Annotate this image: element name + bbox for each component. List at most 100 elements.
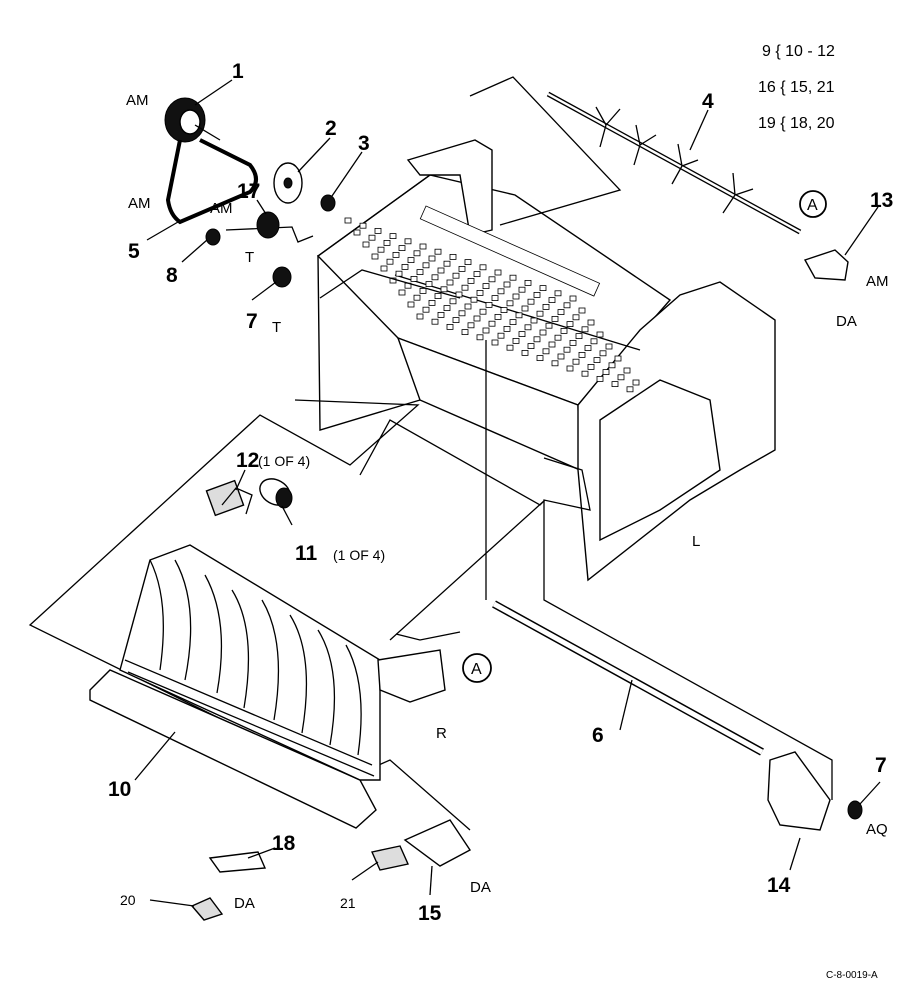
perforation-hole	[413, 294, 421, 301]
perforation-hole	[464, 259, 472, 266]
perforation-hole	[581, 370, 589, 377]
callout-20: 20	[120, 892, 136, 908]
gear-pulley	[164, 97, 221, 143]
perforation-hole	[554, 334, 562, 341]
perforation-hole	[422, 262, 430, 269]
perforation-hole	[458, 310, 466, 317]
perforation-hole	[479, 264, 487, 271]
guide-tray	[89, 479, 381, 829]
perforation-hole	[413, 250, 421, 257]
perforation-hole	[587, 363, 595, 370]
perforation-hole	[551, 315, 559, 322]
label-da-1: DA	[836, 313, 857, 330]
callout-14: 14	[767, 874, 791, 897]
callout-3: 3	[358, 132, 370, 155]
perforation-hole	[449, 298, 457, 305]
perforation-hole	[431, 274, 439, 281]
perforation-holes	[344, 217, 640, 393]
perforation-hole	[368, 234, 376, 241]
callout-2: 2	[325, 117, 337, 140]
callout-13: 13	[870, 189, 893, 212]
perforation-hole	[539, 285, 547, 292]
perforation-hole	[578, 307, 586, 314]
perforation-hole	[569, 339, 577, 346]
perforation-hole	[521, 305, 529, 312]
label-am-1: AM	[126, 92, 149, 109]
callout-numbers: 1 2 3 4 5 6 7 7 8 10 11 12 13 14 15 17 1…	[108, 60, 893, 925]
perforation-hole	[578, 351, 586, 358]
perforation-hole	[497, 288, 505, 295]
perforation-hole	[437, 267, 445, 274]
drive-belt	[165, 138, 258, 225]
ref-circle-a-middle: A	[462, 653, 492, 683]
perforation-hole	[380, 265, 388, 272]
perforation-hole	[446, 323, 454, 330]
perforation-hole	[458, 265, 466, 272]
perforation-hole	[470, 296, 478, 303]
perforation-hole	[446, 279, 454, 286]
perforation-hole	[473, 271, 481, 278]
perforation-hole	[353, 229, 361, 236]
perforation-hole	[461, 284, 469, 291]
perforation-hole	[572, 358, 580, 365]
perforation-hole	[431, 318, 439, 325]
perforation-hole	[494, 313, 502, 320]
callout-12: 12	[236, 449, 259, 472]
perforation-hole	[476, 289, 484, 296]
callout-17: 17	[237, 180, 260, 203]
perforation-hole	[527, 343, 535, 350]
callout-5: 5	[128, 240, 140, 263]
perforation-hole	[524, 279, 532, 286]
perforation-hole	[425, 281, 433, 288]
perforation-hole	[527, 298, 535, 305]
clip-21	[371, 845, 409, 871]
roller	[259, 478, 293, 509]
perforation-hole	[464, 303, 472, 310]
callout-7-top: 7	[246, 310, 258, 333]
label-aq: AQ	[866, 821, 888, 838]
perforation-hole	[623, 367, 631, 374]
paddle-shaft	[546, 91, 802, 235]
perforation-hole	[593, 357, 601, 364]
perforation-hole	[401, 263, 409, 270]
legend-line-1: 9 { 10 - 12	[762, 43, 835, 60]
perforation-hole	[428, 299, 436, 306]
perforation-hole	[536, 310, 544, 317]
bearing-7-top	[272, 266, 292, 288]
perforation-hole	[506, 344, 514, 351]
bracket-13	[803, 249, 849, 281]
perforation-hole	[572, 314, 580, 321]
perforation-hole	[584, 345, 592, 352]
perforation-hole	[443, 305, 451, 312]
perforation-hole	[551, 360, 559, 367]
label-t-2: T	[272, 319, 281, 336]
perforation-hole	[404, 238, 412, 245]
perforation-hole	[626, 386, 634, 393]
label-am-4: AM	[866, 273, 889, 290]
perforation-hole	[344, 217, 352, 224]
perforation-hole	[494, 269, 502, 276]
perforation-hole	[506, 300, 514, 307]
perforation-hole	[491, 295, 499, 302]
callout-6: 6	[592, 724, 604, 747]
perforation-hole	[536, 355, 544, 362]
perforation-hole	[419, 243, 427, 250]
perforation-hole	[467, 322, 475, 329]
perforation-hole	[455, 291, 463, 298]
perforation-hole	[503, 281, 511, 288]
label-l: L	[692, 533, 700, 550]
perforation-hole	[566, 321, 574, 328]
callout-18: 18	[272, 832, 296, 855]
callout-7-right: 7	[875, 754, 887, 777]
perforation-hole	[416, 313, 424, 320]
perforation-hole	[443, 260, 451, 267]
ref-circle-a-top: A	[799, 190, 827, 218]
perforation-hole	[521, 349, 529, 356]
perforation-hole	[575, 333, 583, 340]
callout-4: 4	[702, 90, 714, 113]
perforation-hole	[509, 274, 517, 281]
washer	[273, 162, 303, 204]
gear-small-8	[205, 228, 221, 246]
perforation-hole	[611, 381, 619, 388]
perforation-hole	[569, 295, 577, 302]
